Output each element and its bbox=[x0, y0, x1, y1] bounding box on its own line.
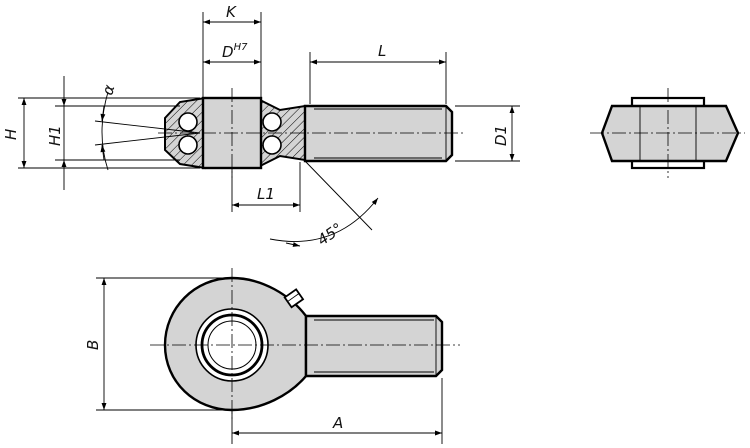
side-view bbox=[158, 88, 465, 231]
grease-nipple bbox=[283, 288, 305, 309]
dimension-d: DH7 bbox=[203, 42, 261, 65]
label-h: H bbox=[2, 129, 20, 140]
label-d: DH7 bbox=[222, 42, 248, 61]
dimension-k: K bbox=[202, 3, 262, 98]
dimension-l: L bbox=[309, 42, 447, 104]
dimension-l1: L1 bbox=[231, 162, 301, 212]
dimension-b: B bbox=[84, 277, 232, 411]
label-angle: 45° bbox=[314, 219, 346, 249]
label-k: K bbox=[226, 3, 237, 21]
label-l1: L1 bbox=[257, 185, 275, 203]
label-h1: H1 bbox=[46, 125, 64, 146]
ball-bearings bbox=[178, 112, 282, 155]
threaded-shank bbox=[303, 104, 454, 163]
label-d1: D1 bbox=[492, 125, 510, 146]
label-alpha: α bbox=[98, 83, 118, 97]
dimension-h: H bbox=[2, 97, 200, 169]
dimension-alpha: α bbox=[94, 83, 201, 171]
dimension-a: A bbox=[231, 378, 443, 444]
label-a: A bbox=[332, 414, 343, 432]
end-view bbox=[590, 88, 745, 178]
dimension-h1: H1 bbox=[46, 76, 180, 190]
plan-view bbox=[150, 268, 460, 420]
label-b: B bbox=[84, 340, 102, 350]
label-l: L bbox=[378, 42, 386, 60]
dimension-45-degree: 45° bbox=[269, 197, 379, 249]
plan-shank bbox=[304, 314, 444, 378]
dimension-d1: D1 bbox=[455, 105, 520, 162]
